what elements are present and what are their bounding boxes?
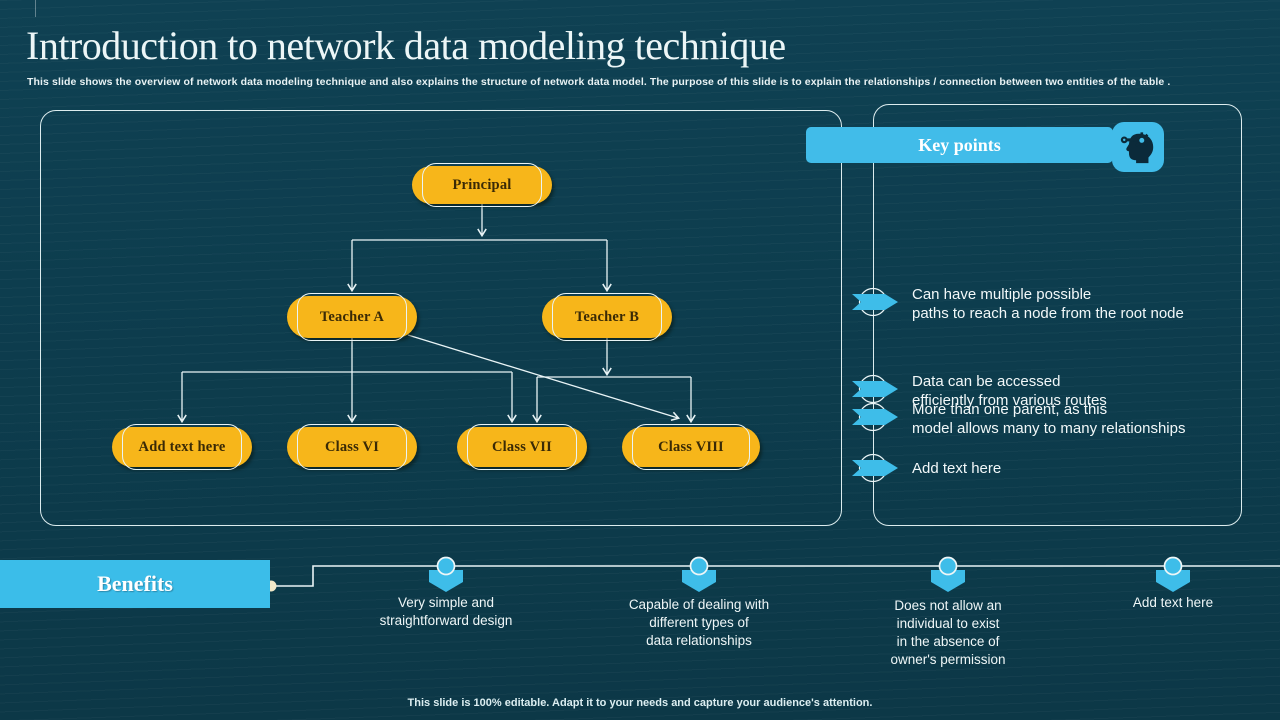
key-point-bullet-icon — [852, 453, 898, 483]
key-point-text: Can have multiple possible paths to reac… — [912, 286, 1184, 322]
footer-note: This slide is 100% editable. Adapt it to… — [407, 697, 873, 709]
key-point-bullet-icon — [852, 374, 898, 404]
key-point-text: Data can be accessed efficiently from va… — [912, 373, 1107, 409]
key-point-bullet-icon — [852, 402, 898, 432]
node-label: Teacher B — [574, 308, 640, 325]
node-label: Class VIII — [658, 438, 724, 455]
diagram-node-teacher-a[interactable]: Teacher A — [287, 293, 417, 341]
benefits-heading: Benefits — [97, 571, 173, 596]
node-label: Class VII — [492, 438, 552, 455]
diagram-node-teacher-b[interactable]: Teacher B — [542, 293, 672, 341]
node-label: Class VI — [324, 438, 380, 455]
benefit-marker-icons — [429, 556, 1190, 592]
diagram-node-class-vi[interactable]: Class VI — [287, 424, 417, 470]
key-points-heading: Key points — [918, 134, 1001, 155]
benefit-marker-icon — [682, 556, 716, 592]
diagram-node-principal[interactable]: Principal — [412, 163, 552, 207]
node-label: Teacher A — [319, 308, 385, 325]
page-title: Introduction to network data modeling te… — [26, 23, 786, 68]
diagram-node-class-viii[interactable]: Class VIII — [622, 424, 760, 470]
benefit-item-text: Does not allow an individual to exist in… — [890, 598, 1006, 667]
benefit-item-text: Very simple and straightforward design — [379, 595, 513, 628]
key-points-header: Key points — [806, 127, 1113, 163]
slide-subtitle: This slide shows the overview of network… — [27, 76, 1171, 88]
diagram-panel — [40, 110, 842, 526]
benefit-marker-icon — [931, 556, 965, 592]
node-label: Principal — [452, 176, 512, 193]
diagram-node-class-vii[interactable]: Class VII — [457, 424, 587, 470]
diagram-node-add-text[interactable]: Add text here — [112, 424, 252, 470]
benefits-header: Benefits — [0, 560, 270, 608]
key-point-text: More than one parent, as this model allo… — [912, 401, 1186, 437]
benefit-item-text: Capable of dealing with different types … — [628, 597, 770, 648]
head-gear-icon — [1112, 122, 1164, 172]
benefits-timeline — [265, 556, 1280, 592]
node-label: Add text here — [138, 438, 226, 455]
key-point-bullet-icon — [852, 287, 898, 317]
key-point-text[interactable]: Add text here — [912, 460, 1002, 477]
corner-tick — [35, 0, 36, 17]
benefit-marker-icon — [429, 556, 463, 592]
benefit-marker-icon — [1156, 556, 1190, 592]
benefit-item-text[interactable]: Add text here — [1132, 595, 1214, 610]
